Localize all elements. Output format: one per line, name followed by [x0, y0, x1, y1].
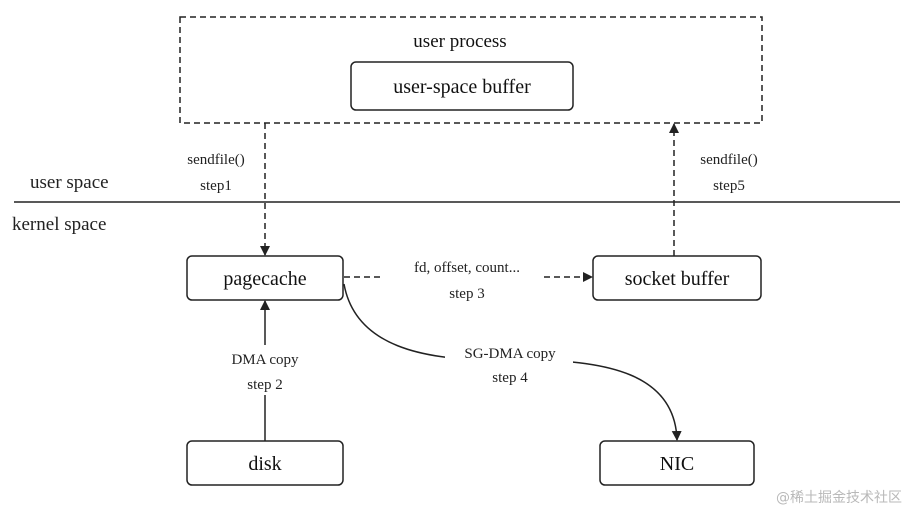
sendfile-step1-label-line2: step1: [200, 178, 232, 194]
sg-dma-label-line1: SG-DMA copy: [464, 346, 556, 362]
sendfile-step1-label-line1: sendfile(): [187, 152, 244, 168]
socket-buffer-label: socket buffer: [625, 268, 730, 290]
nic-label: NIC: [660, 453, 694, 475]
sg-dma-label-bg: [445, 340, 573, 366]
watermark-text: @稀土掘金技术社区: [776, 490, 902, 506]
user-space-buffer-label: user-space buffer: [393, 76, 531, 98]
sg-dma-label-line2: step 4: [492, 370, 528, 386]
user-process-container: [179, 16, 763, 124]
dma-copy-label-line2: step 2: [247, 377, 282, 393]
sendfile-step5-label-line2: step5: [713, 178, 745, 194]
user-space-buffer-box: [350, 61, 574, 111]
step3-label-line1: fd, offset, count...: [414, 260, 520, 276]
dma-copy-label-line1: DMA copy: [231, 352, 299, 368]
user-space-label: user space: [30, 172, 109, 193]
sendfile-step5-label-line1: sendfile(): [700, 152, 757, 168]
user-process-label: user process: [413, 31, 506, 52]
dma-copy-label-bg: [214, 345, 316, 395]
disk-label: disk: [248, 453, 281, 475]
kernel-space-label: kernel space: [12, 214, 106, 235]
nic-box: [599, 440, 755, 486]
socket-buffer-box: [592, 255, 762, 301]
step3-label-bg: [383, 258, 543, 298]
step3-label-line2: step 3: [449, 286, 484, 302]
pagecache-label: pagecache: [223, 268, 306, 290]
